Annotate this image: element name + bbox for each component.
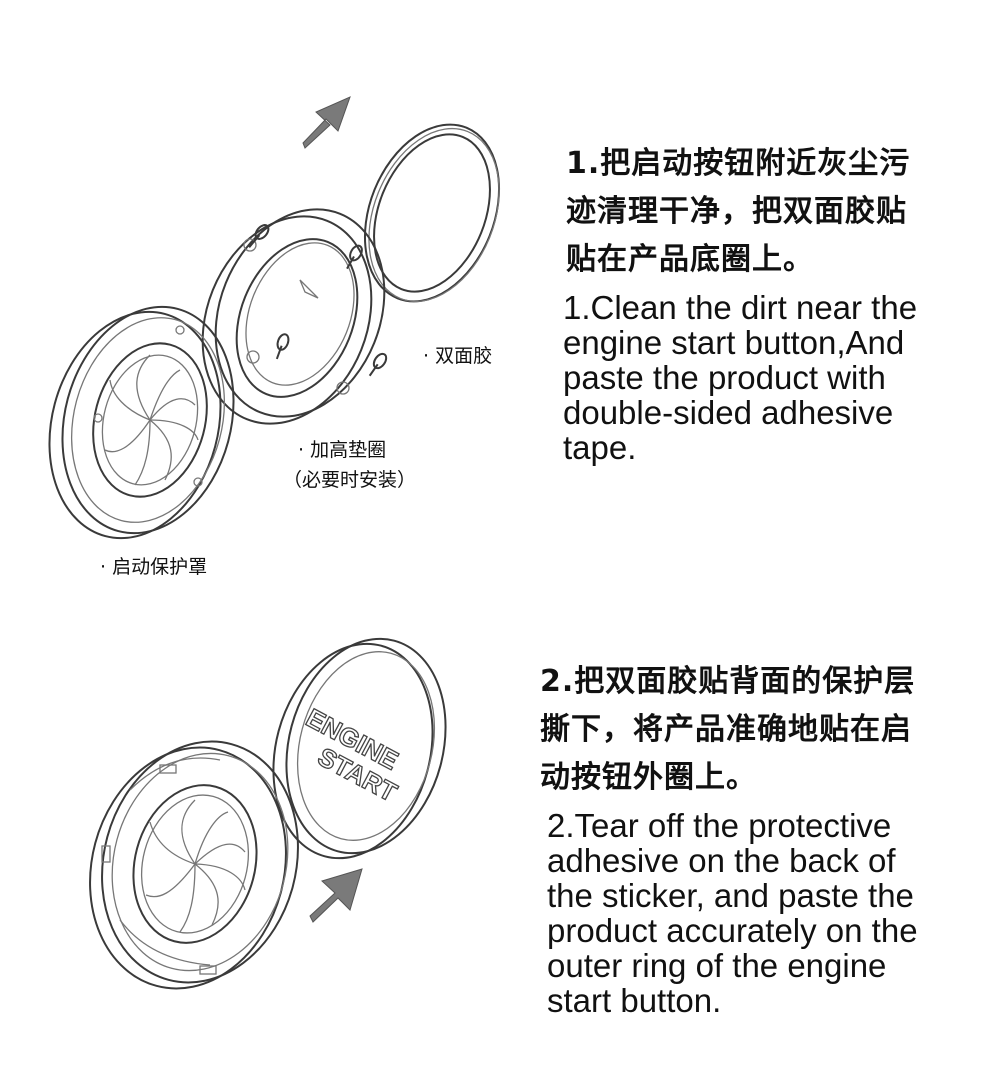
arrow-up-right-icon — [310, 869, 362, 922]
step2-chinese-instructions: 2.把双面胶贴背面的保护层 撕下，将产品准确地贴在启 动按钮外圈上。 — [540, 658, 915, 802]
text-line: start button. — [547, 983, 918, 1018]
screws — [245, 223, 388, 379]
text-line: 1.Clean the dirt near the — [563, 290, 917, 325]
text-line: product accurately on the — [547, 913, 918, 948]
text-line: double-sided adhesive — [563, 395, 917, 430]
spacer-ring — [173, 184, 415, 449]
label-spacer-note: （必要时安装） — [283, 466, 416, 494]
text-line: 1.把启动按钮附近灰尘污 — [566, 140, 910, 188]
adhesive-tape-ring — [340, 104, 524, 321]
step2-english-instructions: 2.Tear off the protective adhesive on th… — [547, 808, 918, 1018]
step2-assembly-diagram: ENGINE START — [0, 600, 540, 1085]
text-line: engine start button,And — [563, 325, 917, 360]
text-line: adhesive on the back of — [547, 843, 918, 878]
text-line: the sticker, and paste the — [547, 878, 918, 913]
cover-base — [25, 287, 258, 557]
label-protective-cover: · 启动保护罩 — [100, 553, 207, 581]
text-line: 贴在产品底圈上。 — [566, 236, 910, 284]
text-line: outer ring of the engine — [547, 948, 918, 983]
text-line: 2.把双面胶贴背面的保护层 — [540, 658, 915, 706]
engine-start-cap: ENGINE START — [250, 621, 468, 876]
text-line: 撕下，将产品准确地贴在启 — [540, 706, 915, 754]
step1-chinese-instructions: 1.把启动按钮附近灰尘污 迹清理干净，把双面胶贴 贴在产品底圈上。 — [566, 140, 910, 284]
step1-exploded-diagram — [0, 0, 560, 600]
arrow-down-left-icon — [303, 97, 350, 148]
text-line: 2.Tear off the protective — [547, 808, 918, 843]
base-ring — [64, 719, 325, 1010]
step1-english-instructions: 1.Clean the dirt near the engine start b… — [563, 290, 917, 465]
text-line: paste the product with — [563, 360, 917, 395]
text-line: tape. — [563, 430, 917, 465]
text-line: 迹清理干净，把双面胶贴 — [566, 188, 910, 236]
text-line: 动按钮外圈上。 — [540, 754, 915, 802]
label-spacer-ring: · 加高垫圈 — [298, 436, 386, 464]
label-adhesive-tape: · 双面胶 — [423, 342, 492, 370]
